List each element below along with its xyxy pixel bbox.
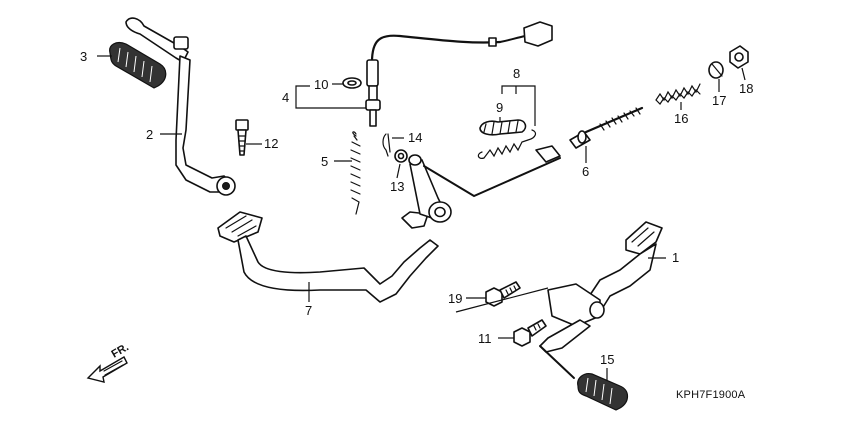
brake-rod-spring bbox=[655, 83, 701, 105]
brake-pedal bbox=[217, 154, 452, 303]
return-spring bbox=[477, 119, 537, 159]
callout-6: 6 bbox=[582, 164, 589, 179]
bolt-11 bbox=[513, 319, 547, 347]
callout-9: 9 bbox=[496, 100, 503, 115]
kick-starter-arm bbox=[125, 17, 236, 196]
joint-17 bbox=[708, 61, 724, 79]
gearshift-pedal bbox=[539, 221, 663, 379]
callout-19: 19 bbox=[448, 291, 462, 306]
callout-15: 15 bbox=[600, 352, 614, 367]
callout-numbers: 1 2 3 4 5 6 7 8 9 10 11 12 13 14 15 16 1… bbox=[80, 49, 753, 367]
shift-rubber bbox=[577, 373, 629, 411]
callout-2: 2 bbox=[146, 127, 153, 142]
adjusting-nut bbox=[729, 45, 749, 69]
callout-3: 3 bbox=[80, 49, 87, 64]
callout-14: 14 bbox=[408, 130, 422, 145]
callout-18: 18 bbox=[739, 81, 753, 96]
brake-rod bbox=[423, 106, 644, 198]
callout-12: 12 bbox=[264, 136, 278, 151]
callout-5: 5 bbox=[321, 154, 328, 169]
callout-16: 16 bbox=[674, 111, 688, 126]
direction-label: FR. bbox=[110, 341, 131, 360]
callout-1: 1 bbox=[672, 250, 679, 265]
front-direction-arrow-icon bbox=[86, 356, 128, 383]
callout-11: 11 bbox=[478, 331, 492, 346]
callout-8: 8 bbox=[513, 66, 520, 81]
callout-7: 7 bbox=[305, 303, 312, 318]
diagram-code: KPH7F1900A bbox=[676, 389, 746, 401]
brake-switch-assembly bbox=[342, 21, 553, 127]
callout-4: 4 bbox=[282, 90, 289, 105]
leader-lines bbox=[97, 55, 746, 380]
bolt-12 bbox=[235, 119, 249, 156]
cotter-pin bbox=[382, 133, 391, 157]
callout-17: 17 bbox=[712, 93, 726, 108]
callout-10: 10 bbox=[314, 77, 328, 92]
brake-switch-spring bbox=[350, 131, 361, 215]
kick-rubber bbox=[109, 41, 167, 89]
washer bbox=[394, 149, 408, 163]
callout-13: 13 bbox=[390, 179, 404, 194]
